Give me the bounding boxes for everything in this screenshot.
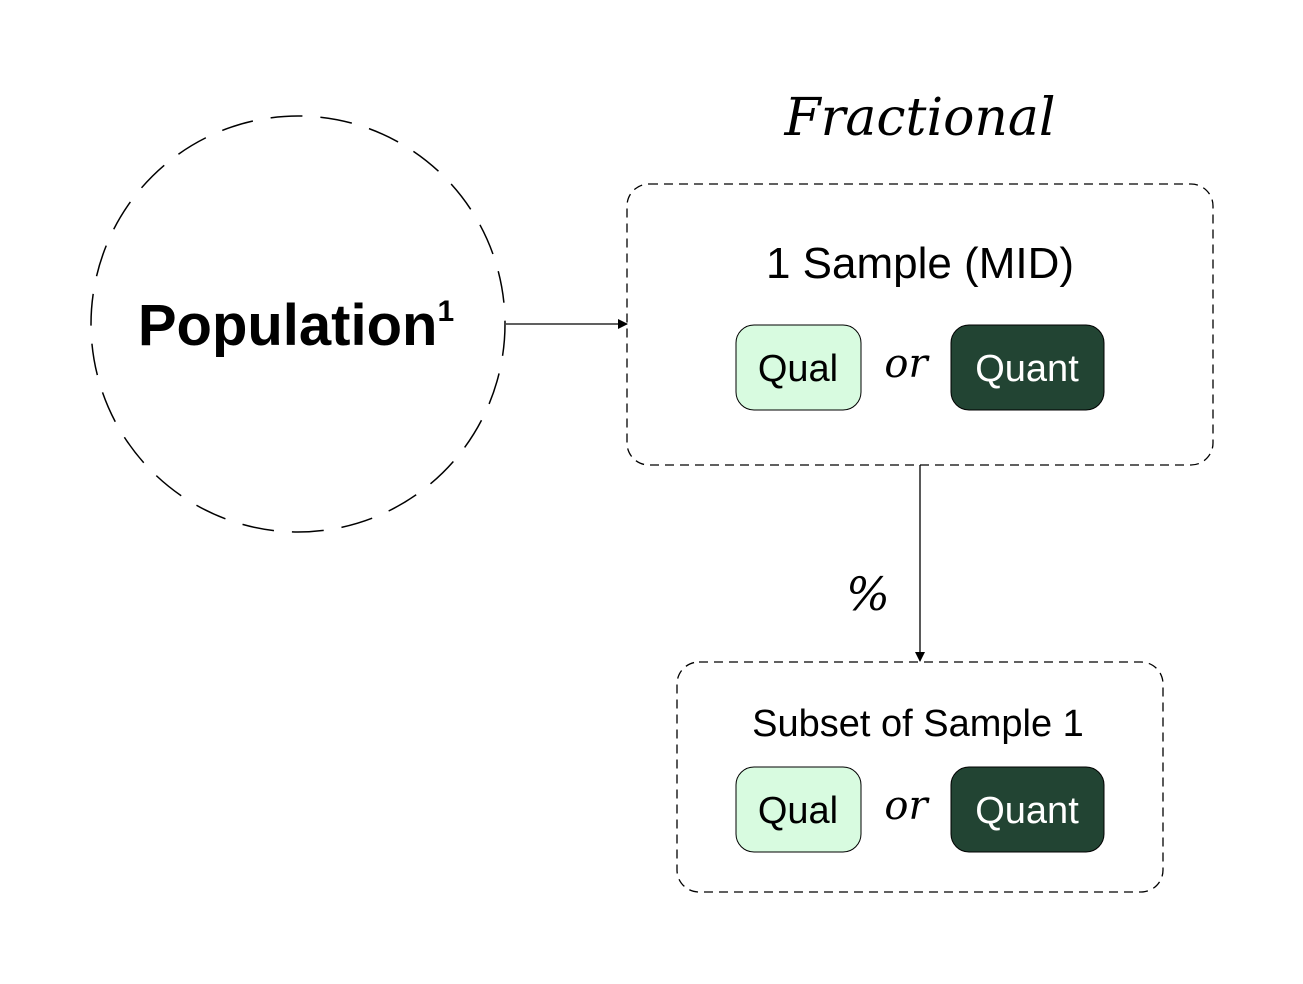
population-label: Population1 xyxy=(138,293,454,358)
population-circle xyxy=(90,115,506,533)
sample-quant-pill xyxy=(950,324,1105,411)
population-superscript: 1 xyxy=(437,295,454,328)
sample-qual-pill xyxy=(735,324,862,411)
sample-quant-label: Quant xyxy=(975,348,1079,390)
sample-or-connector: or xyxy=(884,341,930,387)
population-node: Population1 xyxy=(90,115,506,533)
subset-box-title: Subset of Sample 1 xyxy=(752,703,1084,745)
subset-qual-pill xyxy=(735,766,862,853)
subset-qual-label: Qual xyxy=(758,790,838,832)
subset-box: Subset of Sample 1 Qual or Quant xyxy=(676,661,1164,893)
subset-box-frame xyxy=(676,661,1164,893)
subset-quant-label: Quant xyxy=(975,790,1079,832)
subset-quant-pill xyxy=(950,766,1105,853)
percent-link-label: % xyxy=(846,567,890,621)
sample-qual-label: Qual xyxy=(758,348,838,390)
sample-box-frame xyxy=(626,183,1214,466)
diagram-header: Fractional xyxy=(783,88,1055,148)
sample-box: 1 Sample (MID) Qual or Quant xyxy=(626,183,1214,466)
population-label-text: Population xyxy=(138,293,438,358)
subset-or-connector: or xyxy=(884,783,930,829)
sample-box-title: 1 Sample (MID) xyxy=(766,239,1074,288)
